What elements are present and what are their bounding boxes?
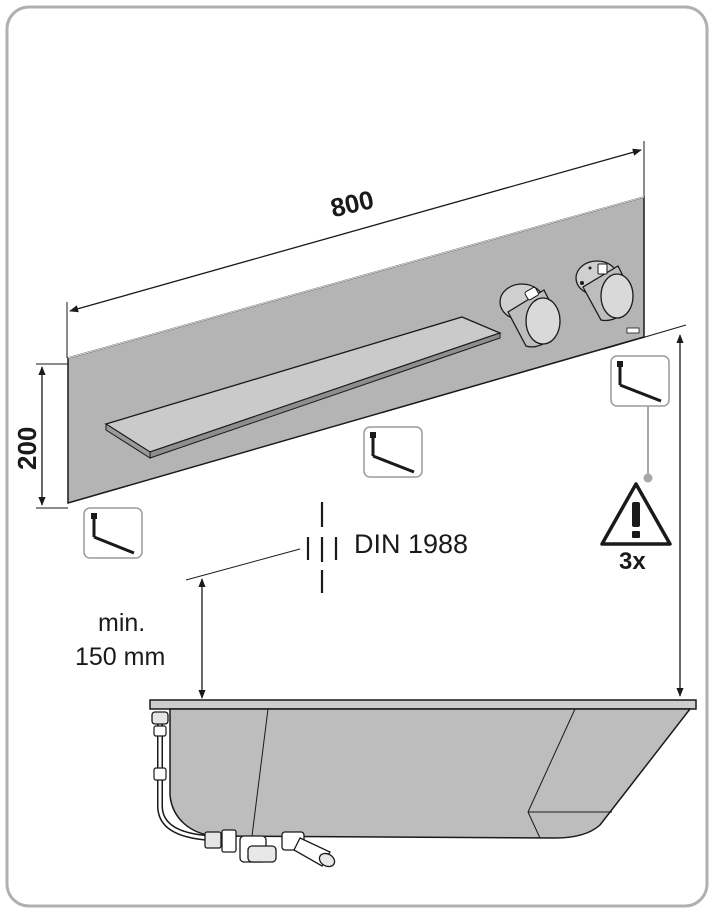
din-standard-label: DIN 1988 (354, 529, 469, 559)
allen-key-icon (610, 355, 670, 407)
drain-assembly (151, 711, 336, 868)
min-distance-label-line1: min. (98, 609, 146, 637)
min-distance-label-line2: 150 mm (75, 643, 166, 671)
panel-to-bath-dimension (603, 324, 687, 697)
wall-panel (67, 196, 645, 504)
height-dimension (36, 363, 68, 509)
allen-key-icon (83, 507, 143, 559)
panel-height-label: 200 (12, 426, 42, 470)
din-symbol (306, 502, 338, 593)
thermostat-handle-left (499, 283, 561, 348)
allen-key-icon (363, 426, 423, 478)
min-distance-dimension (185, 548, 301, 699)
warning-triangle-icon (600, 482, 672, 546)
warning-count-label: 3x (619, 548, 646, 575)
warning-callout (643, 406, 653, 483)
width-dimension (66, 141, 645, 358)
shelf-spout (104, 316, 502, 459)
brand-logo (626, 327, 640, 334)
thermostat-handle-right (575, 260, 634, 322)
bathtub (149, 699, 697, 839)
